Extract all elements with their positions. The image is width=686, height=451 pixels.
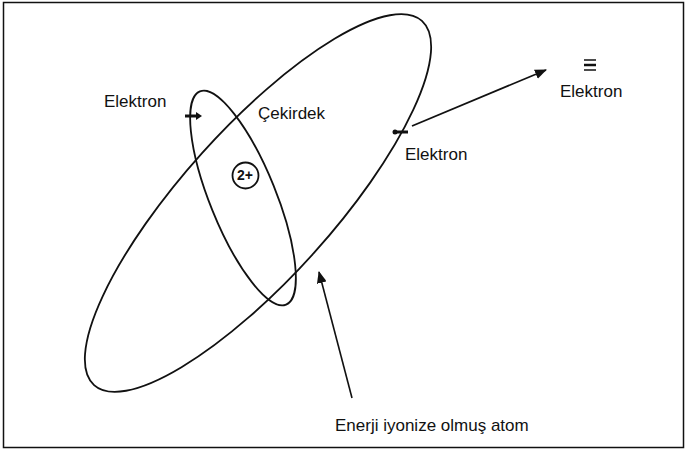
charge-label: 2+ <box>231 167 260 183</box>
electron-symbol <box>185 112 202 120</box>
caption-note: Enerji iyonize olmuş atom <box>335 416 529 436</box>
pointer-arrow <box>319 272 352 398</box>
electron-symbol <box>584 60 596 70</box>
electron-label: Elektron <box>560 82 622 102</box>
frame-border <box>4 3 684 448</box>
outer-orbit <box>38 0 477 435</box>
nucleus-circle: 2+ <box>231 161 260 190</box>
electron-symbol <box>393 130 409 135</box>
electron-label: Elektron <box>405 145 467 165</box>
electron-label: Elektron <box>104 92 166 112</box>
ejection-arrow <box>412 70 546 126</box>
nucleus-label: Çekirdek <box>258 104 325 124</box>
